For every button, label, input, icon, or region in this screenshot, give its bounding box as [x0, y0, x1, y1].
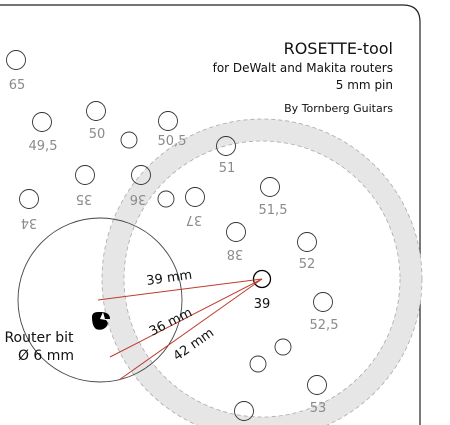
- measure-line-39mm: [97, 278, 263, 301]
- hole-36: [131, 165, 151, 185]
- rosette-band: [101, 118, 423, 425]
- hole-label: 65: [9, 78, 26, 93]
- hole-label: 38: [227, 246, 244, 261]
- measure-label-36mm: 36 mm: [147, 305, 195, 339]
- hole-label: 34: [21, 215, 38, 230]
- hole-label: 53: [310, 401, 327, 416]
- hole-label: 50,5: [158, 134, 187, 149]
- hole-52-5: [313, 292, 333, 312]
- hole-label: 35: [76, 191, 93, 206]
- hole-label: 52: [299, 257, 316, 272]
- router-bit-diameter: Ø 6 mm: [18, 348, 74, 364]
- template-outline: [0, 4, 421, 425]
- hole-49-5: [32, 112, 52, 132]
- hole-label: 50: [89, 127, 106, 142]
- tool-title: ROSETTE-tool: [284, 39, 393, 58]
- hole-label: 51: [219, 161, 236, 176]
- hole-labels: 65 49,5 50 50,5 51 35 36 34 37 51,5 38 5…: [9, 78, 339, 416]
- hole-53: [307, 375, 327, 395]
- hole-circles: [6, 50, 333, 421]
- hole-50: [86, 101, 106, 121]
- hole-unlabeled: [234, 401, 254, 421]
- hole-34: [19, 189, 39, 209]
- hole-51-5: [260, 177, 280, 197]
- hole-50-5: [158, 111, 178, 131]
- router-compatibility: for DeWalt and Makita routers: [213, 61, 393, 75]
- pin-size: 5 mm pin: [336, 78, 393, 92]
- measure-line-36mm: [109, 278, 263, 358]
- measurement-lines: [97, 278, 263, 381]
- hole-label: 39: [254, 297, 271, 312]
- hole-unlabeled: [120, 131, 138, 149]
- hole-unlabeled: [157, 190, 175, 208]
- hole-unlabeled: [249, 355, 267, 373]
- measure-label-39mm: 39 mm: [145, 268, 193, 289]
- hole-38: [226, 222, 246, 242]
- measure-label-42mm: 42 mm: [171, 326, 217, 365]
- credit-text: By Tornberg Guitars: [284, 102, 393, 115]
- router-bit-label: Router bit: [4, 330, 74, 346]
- hole-unlabeled: [274, 338, 292, 356]
- hole-label: 51,5: [259, 203, 288, 218]
- router-base-circle: [17, 217, 183, 383]
- hole-65: [6, 50, 26, 70]
- hole-51: [216, 136, 236, 156]
- router-bit-icon: [92, 312, 110, 330]
- hole-label: 52,5: [310, 318, 339, 333]
- hole-52: [297, 232, 317, 252]
- hole-label: 36: [130, 191, 147, 206]
- hole-35: [75, 165, 95, 185]
- hole-label: 37: [186, 212, 203, 227]
- hole-39: [252, 269, 272, 289]
- hole-label: 49,5: [29, 139, 58, 154]
- hole-37: [185, 187, 205, 207]
- measure-line-42mm: [118, 278, 263, 381]
